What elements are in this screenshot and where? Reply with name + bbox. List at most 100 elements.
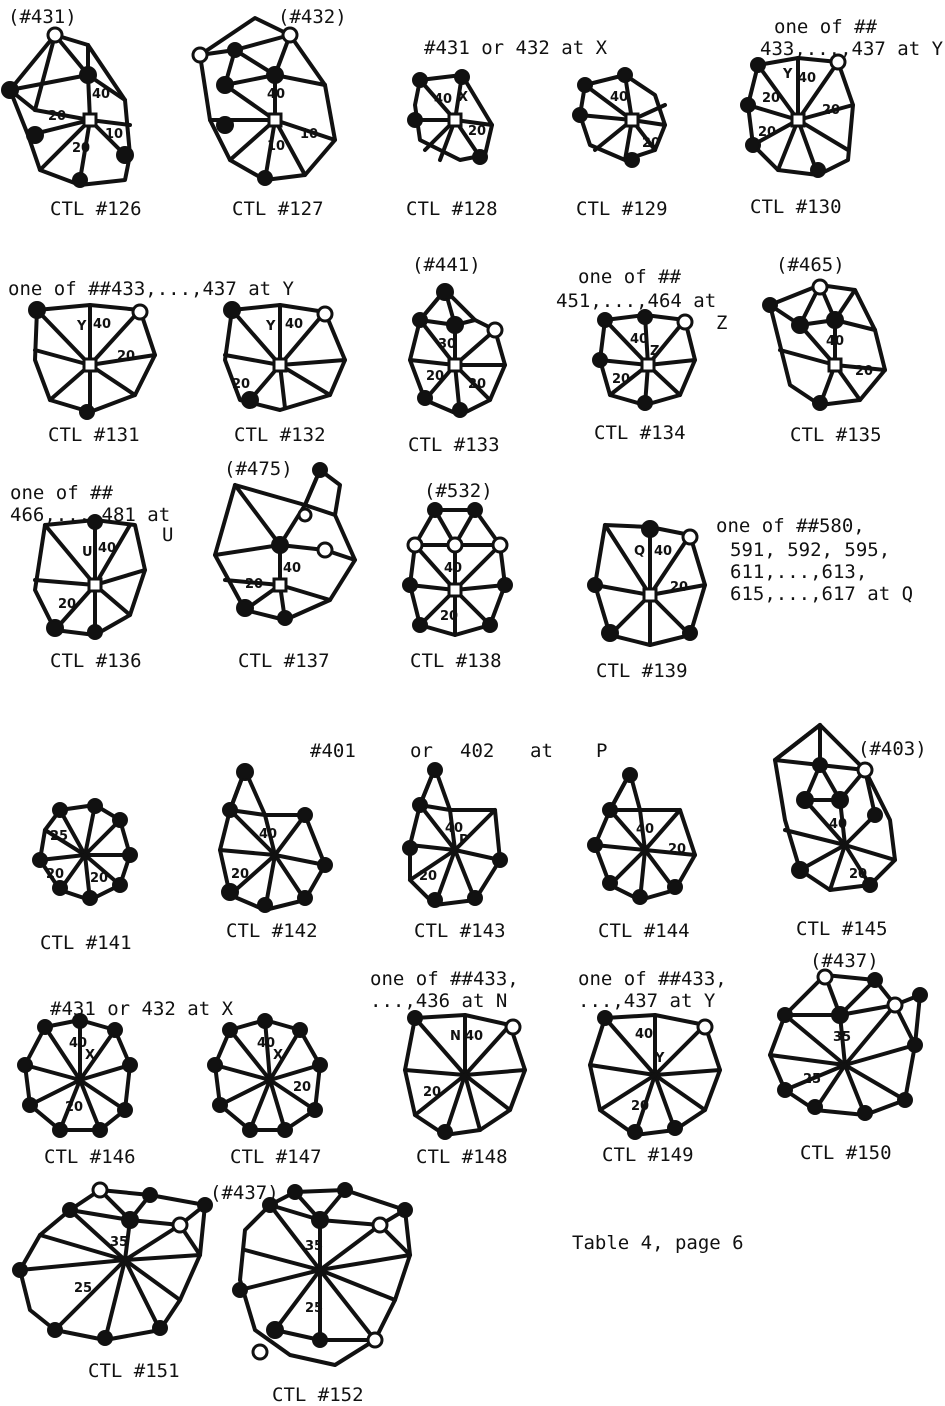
annotation-n-148-line1: one of ##433,: [370, 968, 519, 990]
svg-text:25: 25: [74, 1281, 92, 1296]
annotation-y-149-line2: ...,437 at Y: [578, 990, 715, 1012]
svg-text:40: 40: [465, 1029, 483, 1044]
svg-text:20: 20: [426, 369, 444, 384]
graph-ctl-127: 40 10 10: [185, 10, 355, 195]
svg-text:X: X: [85, 1048, 95, 1063]
caption-ctl-133: CTL #133: [408, 434, 500, 456]
annotation-p-at: at: [530, 740, 553, 762]
svg-text:Z: Z: [650, 344, 659, 359]
graph-ctl-126: 40 20 10 20: [0, 20, 150, 195]
caption-ctl-129: CTL #129: [576, 198, 668, 220]
svg-text:20: 20: [48, 109, 66, 124]
annotation-p-401: #401: [310, 740, 356, 762]
annotation-z-134-line1: one of ##: [578, 266, 681, 288]
svg-text:20: 20: [440, 609, 458, 624]
page-label: Table 4, page 6: [572, 1232, 744, 1254]
annotation-n-148-line2: ...,436 at N: [370, 990, 507, 1012]
caption-ctl-146: CTL #146: [44, 1146, 136, 1168]
svg-text:20: 20: [293, 1080, 311, 1095]
caption-ctl-126: CTL #126: [50, 198, 142, 220]
svg-text:20: 20: [631, 1099, 649, 1114]
svg-text:25: 25: [803, 1072, 821, 1087]
caption-ctl-148: CTL #148: [416, 1146, 508, 1168]
graph-ctl-132: 40 Y 20: [210, 300, 360, 425]
svg-text:40: 40: [444, 561, 462, 576]
graph-ctl-134: 40 Z 20: [590, 305, 710, 420]
svg-text:40: 40: [92, 87, 110, 102]
svg-text:20: 20: [117, 349, 135, 364]
caption-ctl-142: CTL #142: [226, 920, 318, 942]
annotation-q-139-line4: 615,...,617 at Q: [730, 583, 913, 605]
caption-ctl-145: CTL #145: [796, 918, 888, 940]
graph-ctl-129: 40 20: [570, 65, 680, 175]
annotation-p-402: 402: [460, 740, 494, 762]
svg-text:20: 20: [670, 580, 688, 595]
graph-ctl-137: 40 20: [205, 460, 365, 650]
caption-ctl-137: CTL #137: [238, 650, 330, 672]
graph-ctl-151: 35 25: [10, 1180, 220, 1365]
svg-text:40: 40: [635, 1027, 653, 1042]
svg-text:10: 10: [105, 127, 123, 142]
svg-text:X: X: [273, 1048, 283, 1063]
annotation-q-139-line3: 611,...,613,: [730, 561, 867, 583]
svg-text:20: 20: [90, 871, 108, 886]
svg-text:20: 20: [468, 377, 486, 392]
svg-text:25: 25: [305, 1301, 323, 1316]
svg-text:35: 35: [110, 1235, 128, 1250]
svg-text:20: 20: [762, 91, 780, 106]
annotation-441: (#441): [412, 254, 481, 276]
graph-ctl-133: 30 20 20: [400, 280, 520, 430]
graph-ctl-138: 40 20: [400, 500, 520, 650]
graph-ctl-139: 40 Q 20: [590, 515, 710, 660]
graph-ctl-131: 40 Y 20: [15, 300, 165, 425]
graph-ctl-142: 40 20: [205, 760, 335, 920]
svg-text:40: 40: [630, 332, 648, 347]
svg-text:20: 20: [758, 125, 776, 140]
graph-ctl-147: 40 X 20: [205, 1015, 335, 1145]
svg-text:35: 35: [833, 1030, 851, 1045]
annotation-u-136-line1: one of ##: [10, 482, 113, 504]
graph-ctl-150: 35 25: [755, 965, 930, 1125]
svg-text:20: 20: [468, 124, 486, 139]
svg-text:20: 20: [419, 869, 437, 884]
caption-ctl-139: CTL #139: [596, 660, 688, 682]
svg-text:40: 40: [654, 544, 672, 559]
graph-ctl-146: 40 X 20: [15, 1015, 145, 1145]
svg-text:40: 40: [93, 317, 111, 332]
caption-ctl-131: CTL #131: [48, 424, 140, 446]
graph-ctl-136: 40 U 20: [20, 510, 160, 650]
svg-text:Y: Y: [76, 319, 87, 334]
caption-ctl-130: CTL #130: [750, 196, 842, 218]
svg-text:30: 30: [438, 337, 456, 352]
svg-text:40: 40: [259, 827, 277, 842]
caption-ctl-147: CTL #147: [230, 1146, 322, 1168]
caption-ctl-138: CTL #138: [410, 650, 502, 672]
svg-text:N: N: [450, 1029, 461, 1044]
svg-text:20: 20: [58, 597, 76, 612]
svg-text:40: 40: [610, 90, 628, 105]
annotation-532: (#532): [424, 480, 493, 502]
svg-text:40: 40: [285, 317, 303, 332]
svg-text:20: 20: [822, 103, 840, 118]
svg-text:40: 40: [283, 561, 301, 576]
annotation-y-131: one of ##433,...,437 at Y: [8, 278, 294, 300]
svg-text:X: X: [458, 90, 468, 105]
annotation-q-139-line1: one of ##580,: [716, 515, 865, 537]
svg-text:P: P: [459, 833, 469, 848]
graph-ctl-148: N 40 20: [395, 1010, 535, 1145]
caption-ctl-127: CTL #127: [232, 198, 324, 220]
caption-ctl-149: CTL #149: [602, 1144, 694, 1166]
annotation-q-139-line2: 591, 592, 595,: [730, 539, 890, 561]
caption-ctl-152: CTL #152: [272, 1384, 364, 1406]
svg-text:20: 20: [231, 867, 249, 882]
annotation-x-128: #431 or 432 at X: [424, 37, 607, 59]
caption-ctl-128: CTL #128: [406, 198, 498, 220]
caption-ctl-134: CTL #134: [594, 422, 686, 444]
svg-text:20: 20: [642, 136, 660, 151]
caption-ctl-143: CTL #143: [414, 920, 506, 942]
graph-ctl-128: 40 20 X: [400, 65, 510, 175]
svg-text:20: 20: [668, 842, 686, 857]
caption-ctl-135: CTL #135: [790, 424, 882, 446]
svg-text:Y: Y: [654, 1051, 665, 1066]
annotation-p-or: or: [410, 740, 433, 762]
